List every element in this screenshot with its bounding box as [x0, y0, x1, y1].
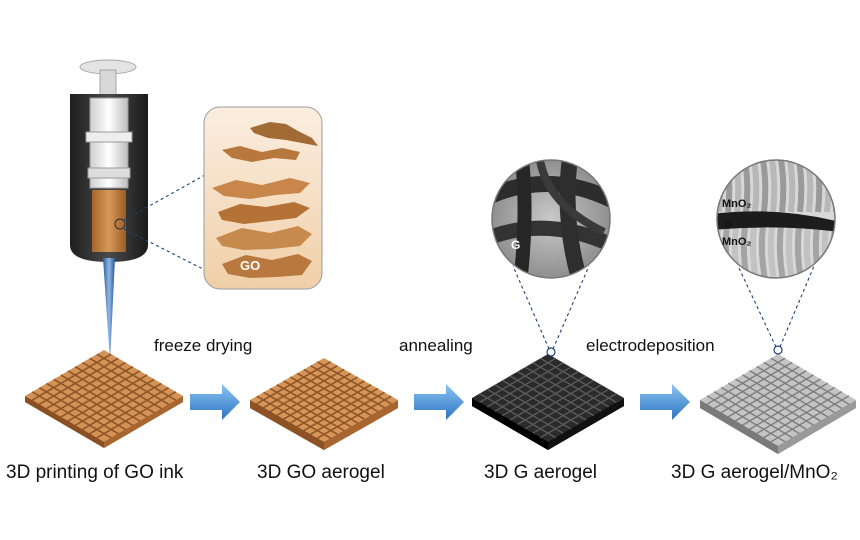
arrow-freeze-drying: [190, 384, 240, 420]
stage-go-aerogel-label: 3D GO aerogel: [257, 462, 385, 483]
arrow-annealing: [414, 384, 464, 420]
mno2-top-label: MnO₂: [722, 198, 752, 210]
go-aerogel-scaffold: [250, 358, 398, 450]
g-aerogel-scaffold: [472, 347, 624, 450]
step-annealing: annealing: [399, 336, 473, 355]
stage-g-aerogel-label: 3D G aerogel: [484, 462, 598, 483]
g-zoom-label: G: [511, 238, 521, 252]
arrow-electrodeposition: [640, 384, 690, 420]
g-mid-label: G: [724, 218, 733, 230]
stage-g-mno2-label: 3D G aerogel/MnO₂: [671, 462, 838, 483]
step-freeze-drying: freeze drying: [154, 336, 253, 355]
stage-printing-label: 3D printing of GO ink: [6, 462, 184, 483]
go-flake-label: GO: [240, 258, 261, 273]
mno2-bottom-label: MnO₂: [722, 236, 752, 248]
g-mno2-scaffold: [700, 345, 856, 454]
step-electrodeposition: electrodeposition: [586, 336, 715, 355]
printed-go-scaffold: [25, 350, 183, 448]
syringe-illustration: [70, 59, 148, 392]
g-zoom-circle: [491, 159, 611, 279]
go-flakes-panel: [203, 106, 323, 290]
